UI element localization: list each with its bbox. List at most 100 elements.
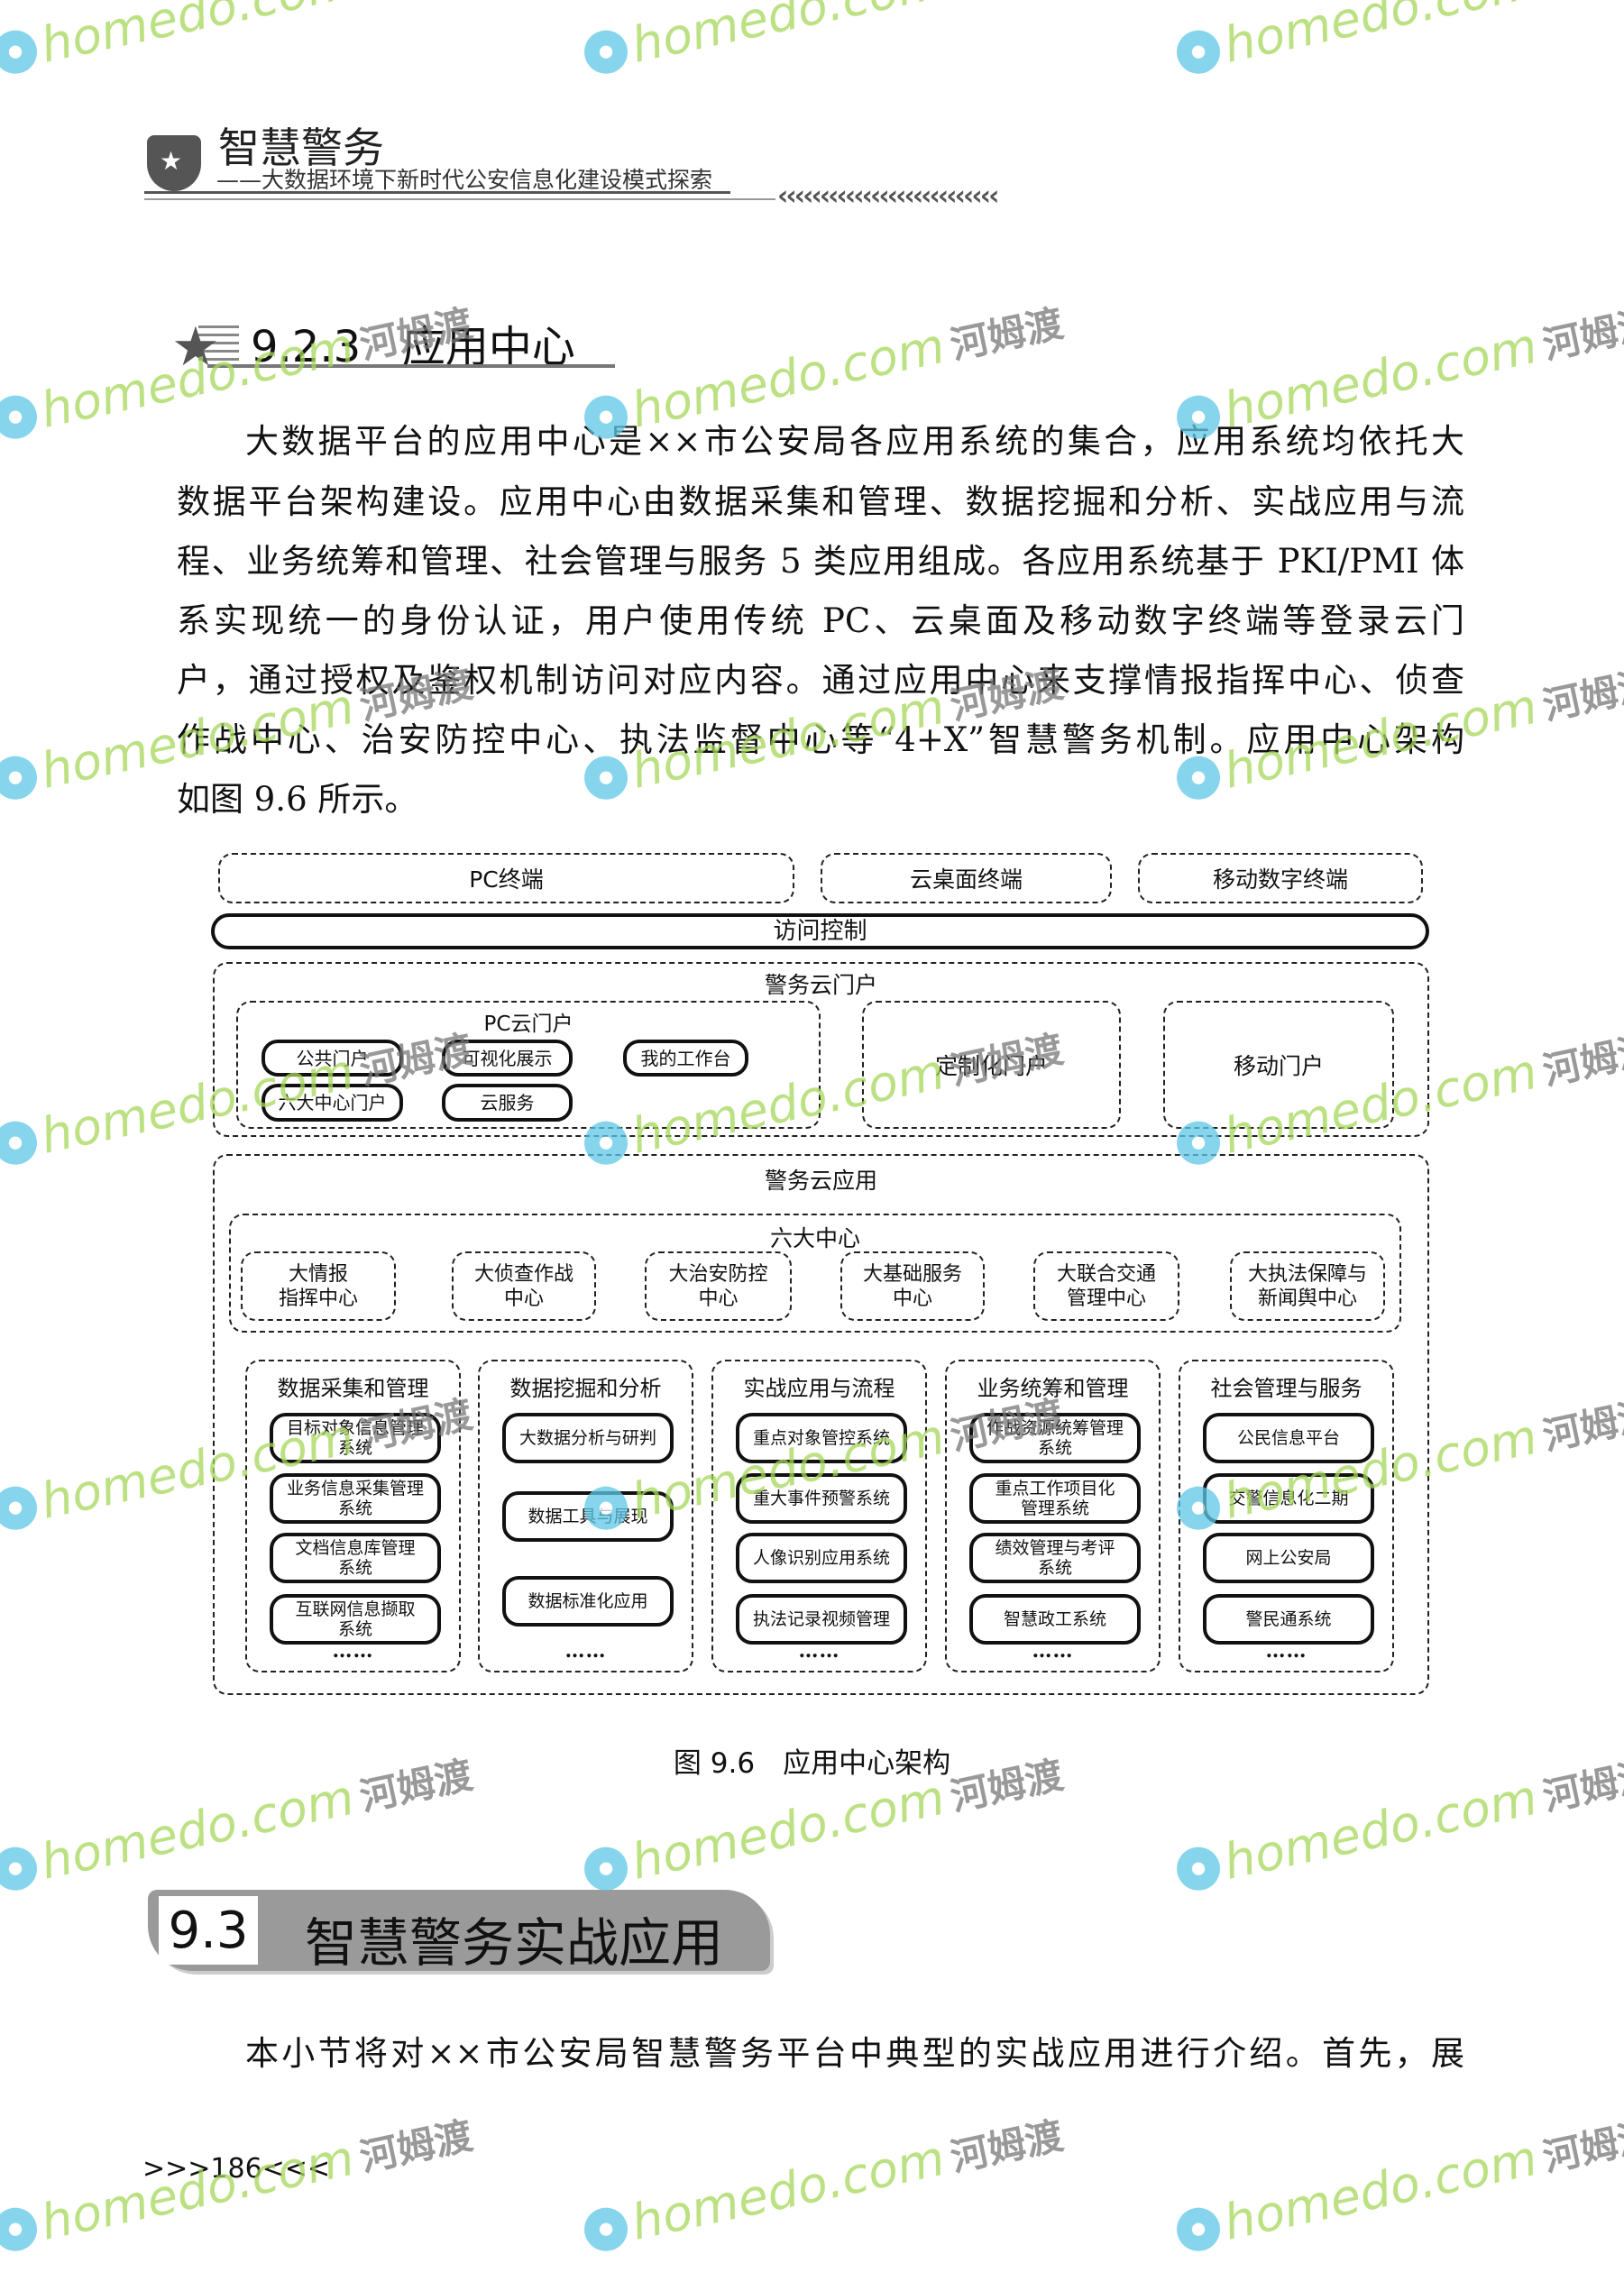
app-system-box: 作战资源统筹管理 系统 (969, 1413, 1141, 1463)
paragraph-line: 程、业务统筹和管理、社会管理与服务 5 类应用组成。各应用系统基于 PKI/PM… (177, 542, 1464, 581)
watermark-brand: homedo.com (626, 0, 950, 74)
watermark-brand: homedo.com (1218, 1768, 1543, 1891)
pc-portal-group (236, 1001, 821, 1129)
watermark: homedo.com河姆渡 (0, 0, 477, 84)
page-number: >>>186<<< (142, 2153, 331, 2185)
center-box: 大治安防控 中心 (645, 1251, 792, 1321)
cloud-apps-title: 警务云应用 (764, 1168, 877, 1194)
pc-portal-title: PC云门户 (483, 1013, 573, 1036)
watermark-flower-icon (0, 390, 41, 443)
portal-item: 可视化展示 (442, 1040, 573, 1077)
app-system-box: 人像识别应用系统 (736, 1533, 907, 1583)
watermark-cn: 河姆渡 (1538, 2112, 1624, 2180)
more-ellipsis: …… (332, 1639, 374, 1663)
watermark-flower-icon (0, 1481, 41, 1534)
watermark-flower-icon (580, 2203, 632, 2255)
header-chevron-decoration: ‹‹‹‹‹‹‹‹‹‹‹‹‹‹‹‹‹‹‹‹‹‹‹‹‹‹ (777, 180, 999, 212)
app-system-box: 数据工具与展现 (502, 1491, 674, 1542)
app-system-box: 业务信息采集管理 系统 (270, 1473, 441, 1524)
star-icon: ★ (171, 316, 220, 379)
portal-item: 我的工作台 (623, 1040, 748, 1077)
app-category-title: 业务统筹和管理 (977, 1376, 1129, 1401)
watermark-cn: 河姆渡 (1539, 0, 1624, 3)
watermark-flower-icon (0, 1116, 41, 1168)
watermark: homedo.com河姆渡 (579, 2104, 1068, 2261)
paragraph-line: 如图 9.6 所示。 (177, 780, 418, 819)
mobile-portal-label: 移动门户 (1233, 1053, 1324, 1079)
app-system-box: 执法记录视频管理 (736, 1594, 907, 1645)
terminal-label: 移动数字终端 (1212, 866, 1348, 893)
figure-caption: 图 9.6 应用中心架构 (673, 1747, 951, 1780)
watermark-flower-icon (580, 1842, 632, 1894)
header-divider-thin (144, 198, 775, 200)
paragraph-line: 系实现统一的身份认证，用户使用传统 PC、云桌面及移动数字终端等登录云门 (177, 601, 1464, 640)
app-system-box: 重点工作项目化 管理系统 (969, 1473, 1141, 1524)
terminal-label: PC终端 (469, 866, 544, 893)
section-underline (207, 364, 615, 368)
watermark: homedo.com河姆渡 (579, 0, 1068, 84)
app-system-box: 数据标准化应用 (502, 1576, 674, 1627)
portal-item: 云服务 (442, 1084, 573, 1122)
app-system-box: 绩效管理与考评 系统 (969, 1533, 1141, 1583)
watermark-flower-icon (1172, 25, 1225, 78)
watermark-cn: 河姆渡 (946, 2112, 1068, 2180)
app-system-box: 文档信息库管理 系统 (270, 1533, 441, 1583)
center-box: 大侦查作战 中心 (452, 1251, 596, 1321)
app-system-box: 公民信息平台 (1203, 1413, 1374, 1463)
paragraph-line: 户，通过授权及鉴权机制访问对应内容。通过应用中心来支撑情报指挥中心、侦查 (177, 661, 1464, 700)
watermark-brand: homedo.com (35, 1768, 360, 1891)
header-divider (144, 191, 730, 194)
more-ellipsis: …… (1265, 1639, 1307, 1663)
section-title: 应用中心 (401, 322, 575, 372)
section-number: 9.2.3 (251, 322, 362, 372)
more-ellipsis: …… (1032, 1639, 1074, 1663)
watermark-cn: 河姆渡 (1538, 300, 1624, 368)
app-system-box: 交警信息化二期 (1203, 1473, 1374, 1524)
custom-portal-label: 定制化门户 (934, 1053, 1048, 1079)
terminal-cloud-desktop: 云桌面终端 (821, 853, 1112, 903)
app-system-box: 警民通系统 (1203, 1594, 1374, 1645)
watermark-brand: homedo.com (626, 316, 950, 439)
watermark-flower-icon (1172, 1842, 1225, 1894)
app-system-box: 目标对象信息管理 系统 (270, 1413, 441, 1463)
watermark-brand: homedo.com (1218, 316, 1543, 439)
paragraph-line: 本小节将对××市公安局智慧警务平台中典型的实战应用进行介绍。首先，展 (245, 2034, 1464, 2073)
watermark-cn: 河姆渡 (947, 0, 1067, 3)
portal-item: 公共门户 (261, 1040, 403, 1077)
app-system-box: 互联网信息撷取 系统 (270, 1594, 441, 1645)
center-box: 大执法保障与 新闻舆中心 (1230, 1251, 1385, 1321)
app-category-group (945, 1360, 1161, 1672)
terminal-pc: PC终端 (218, 853, 794, 903)
watermark-cn: 河姆渡 (1538, 1026, 1624, 1094)
watermark-brand: homedo.com (1218, 2129, 1543, 2251)
watermark-flower-icon (0, 25, 41, 78)
watermark-flower-icon (1172, 2203, 1225, 2255)
watermark-cn: 河姆渡 (355, 2112, 477, 2180)
paragraph-line: 作战中心、治安防控中心、执法监督中心等“4+X”智慧警务机制。应用中心架构 (177, 720, 1464, 759)
paragraph-line: 数据平台架构建设。应用中心由数据采集和管理、数据挖掘和分析、实战应用与流 (177, 482, 1464, 521)
watermark-flower-icon (580, 25, 632, 78)
app-category-title: 实战应用与流程 (743, 1376, 895, 1401)
app-category-group (711, 1360, 927, 1672)
book-subtitle: ——大数据环境下新时代公安信息化建设模式探索 (216, 167, 713, 193)
more-ellipsis: …… (798, 1639, 840, 1663)
six-centers-title: 六大中心 (769, 1225, 860, 1251)
center-box: 大情报 指挥中心 (241, 1251, 396, 1321)
app-category-group (478, 1360, 693, 1672)
book-title: 智慧警务 (218, 124, 384, 172)
app-system-box: 网上公安局 (1203, 1533, 1374, 1583)
app-category-title: 数据挖掘和分析 (509, 1376, 662, 1401)
watermark-cn: 河姆渡 (946, 300, 1068, 368)
access-control-bar: 访问控制 (211, 913, 1429, 949)
cloud-apps-group (213, 1154, 1429, 1695)
six-centers-group (229, 1214, 1401, 1333)
section-title: 智慧警务实战应用 (305, 1912, 724, 1974)
watermark-cn: 河姆渡 (1538, 1391, 1624, 1459)
center-box: 大基础服务 中心 (840, 1251, 985, 1321)
portal-item: 六大中心门户 (261, 1084, 403, 1122)
mobile-portal: 移动门户 (1163, 1001, 1394, 1129)
more-ellipsis: …… (564, 1639, 607, 1663)
app-system-box: 大数据分析与研判 (502, 1413, 674, 1463)
app-system-box: 重大事件预警系统 (736, 1473, 907, 1524)
watermark-cn: 河姆渡 (356, 0, 476, 3)
